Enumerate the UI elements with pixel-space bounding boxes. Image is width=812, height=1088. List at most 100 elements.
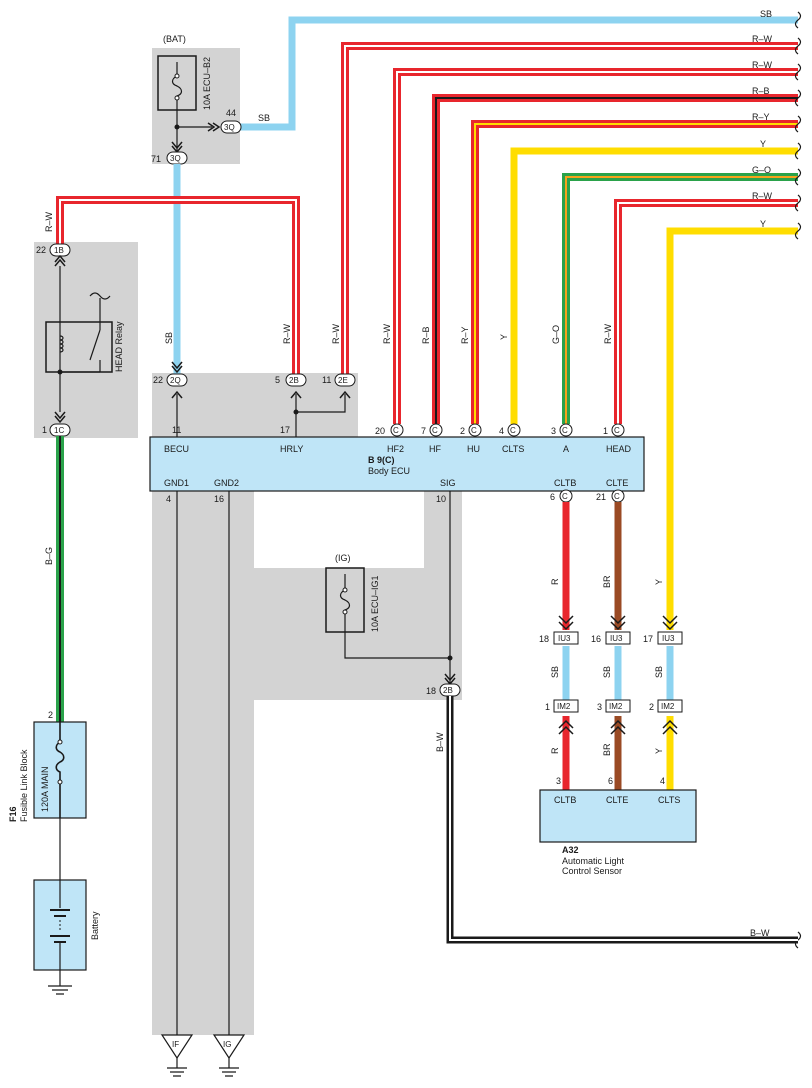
clts-iu-pin: 17 xyxy=(643,634,653,644)
hrly-term: HRLY xyxy=(280,444,303,454)
cltb-pin: 6 xyxy=(550,492,555,502)
sig-term: SIG xyxy=(440,478,456,488)
clts-sensor-pin: 4 xyxy=(660,776,665,786)
right-wire-label: R–W xyxy=(752,34,773,44)
gnd1-term: GND1 xyxy=(164,478,189,488)
clts-term: CLTS xyxy=(502,444,524,454)
relay-pin-top: 22 xyxy=(36,245,46,255)
clts-wire-label: Y xyxy=(499,334,509,340)
cltb-sensor-pin: 3 xyxy=(556,776,561,786)
sensor-cltb-term: CLTB xyxy=(554,795,576,805)
hf2-wire-label: R–W xyxy=(382,323,392,344)
right-wire-label: R–B xyxy=(752,86,770,96)
bat-conn-bottom: 3Q xyxy=(170,154,181,163)
a-pin: 3 xyxy=(551,426,556,436)
auto-light-sensor: CLTB CLTE CLTS A32 Automatic Light Contr… xyxy=(539,789,697,876)
clts-iu-conn: IU3 xyxy=(662,634,675,643)
clte-im-pin: 3 xyxy=(597,702,602,712)
ig-label: (IG) xyxy=(335,553,351,563)
bat-out-wire: SB xyxy=(258,113,270,123)
becu-term: BECU xyxy=(164,444,189,454)
clte-pin: 21 xyxy=(596,492,606,502)
clts-conn: C xyxy=(510,426,516,435)
sensor-clts-term: CLTS xyxy=(658,795,680,805)
sensor-wires xyxy=(558,502,678,790)
hf2-conn: C xyxy=(393,426,399,435)
bat-conn-top: 3Q xyxy=(224,123,235,132)
ground-ig-label: IG xyxy=(223,1040,231,1049)
ecu-bottom-panel xyxy=(152,490,462,1035)
hu-conn: C xyxy=(471,426,477,435)
hf2-term: HF2 xyxy=(387,444,404,454)
ecu-top-panel xyxy=(152,373,358,439)
sensor-name-1: Automatic Light xyxy=(562,856,625,866)
clts-pin: 4 xyxy=(499,426,504,436)
gnd1-pin: 4 xyxy=(166,494,171,504)
ig-fuse-label: 10A ECU–IG1 xyxy=(370,575,380,632)
clte-upper-wire: BR xyxy=(602,575,612,588)
relay-panel xyxy=(34,242,138,438)
hf-conn: C xyxy=(432,426,438,435)
head-wire-label: R–W xyxy=(603,323,613,344)
becu-wire-label: SB xyxy=(164,332,174,344)
clts-mid-wire: SB xyxy=(654,666,664,678)
becu-pin: 11 xyxy=(172,425,181,435)
right-wire-labels: SB R–W R–W R–B R–Y Y G–O R–W Y xyxy=(752,9,773,229)
relay-pin-bottom: 1 xyxy=(42,425,47,435)
ground-if: IF xyxy=(160,1034,194,1077)
cltb-im-pin: 1 xyxy=(545,702,550,712)
fusible-link-block: 2 120A MAIN F16 Fusible Link Block xyxy=(8,710,87,822)
hf-pin: 7 xyxy=(421,426,426,436)
clte-conn: C xyxy=(614,492,620,501)
hrly-wire-label: R–W xyxy=(282,323,292,344)
head-term: HEAD xyxy=(606,444,632,454)
hf2-terminal: C 20 R–W xyxy=(375,323,404,437)
clte-im-conn: IM2 xyxy=(609,702,623,711)
ecu-top-connectors: 2Q 22 SB 11 2B 5 R–W 17 2E 11 R–W xyxy=(153,323,356,438)
cltb-term: CLTB xyxy=(554,478,576,488)
right-wire-label: R–W xyxy=(752,191,773,201)
clts-im-pin: 2 xyxy=(649,702,654,712)
sensor-clte-term: CLTE xyxy=(606,795,628,805)
hrly-conn: 2B xyxy=(289,376,299,385)
ecu-name: Body ECU xyxy=(368,466,410,476)
sig-wire-label: B–W xyxy=(435,732,445,752)
a-conn: C xyxy=(562,426,568,435)
battery-name: Battery xyxy=(90,911,100,940)
hrly-pin: 17 xyxy=(280,425,290,435)
ig-fuse: (IG) 10A ECU–IG1 2B 18 xyxy=(325,553,461,697)
bat-pin-top: 44 xyxy=(226,108,236,118)
head-terminal: C 1 R–W xyxy=(603,323,625,437)
cltb-iu-conn: IU3 xyxy=(558,634,571,643)
hf-term: HF xyxy=(429,444,441,454)
cltb-iu-pin: 18 xyxy=(539,634,549,644)
hu-term: HU xyxy=(467,444,480,454)
ground-if-label: IF xyxy=(172,1040,179,1049)
ig-pin: 18 xyxy=(426,686,436,696)
fusible-fuse: 120A MAIN xyxy=(40,766,50,812)
ecu-c-connectors: C 20 R–W C 7 R–B C 2 R–Y C 4 Y C 3 G–O xyxy=(375,323,625,437)
ecu-bottom-pins: 4 16 10 C 6 C 21 xyxy=(166,489,625,1035)
clte-term: CLTE xyxy=(606,478,628,488)
gnd2-pin: 16 xyxy=(214,494,224,504)
a-terminal: C 3 G–O xyxy=(551,325,573,437)
sensor-name-2: Control Sensor xyxy=(562,866,622,876)
hf-wire-label: R–B xyxy=(421,326,431,344)
fusible-pin: 2 xyxy=(48,710,53,720)
ground-ig: IG xyxy=(212,1034,246,1077)
sensor-code: A32 xyxy=(562,845,579,855)
relay-in-wire: R–W xyxy=(44,211,54,232)
clte-sensor-pin: 6 xyxy=(608,776,613,786)
becu-conn: 2Q xyxy=(170,376,181,385)
hrly2e-conn: 2E xyxy=(338,376,348,385)
head-pin: 1 xyxy=(603,426,608,436)
relay-conn-bottom: 1C xyxy=(54,426,64,435)
cltb-im-conn: IM2 xyxy=(557,702,571,711)
right-wire-label: R–W xyxy=(752,60,773,70)
right-wire-label: Y xyxy=(760,219,766,229)
hu-wire-label: R–Y xyxy=(460,326,470,344)
relay-conn-top: 1B xyxy=(54,246,64,255)
bat-fuse-label: 10A ECU–B2 xyxy=(202,57,212,110)
head-relay: R–W 1B 22 HEAD Relay 1C 1 xyxy=(36,196,300,437)
